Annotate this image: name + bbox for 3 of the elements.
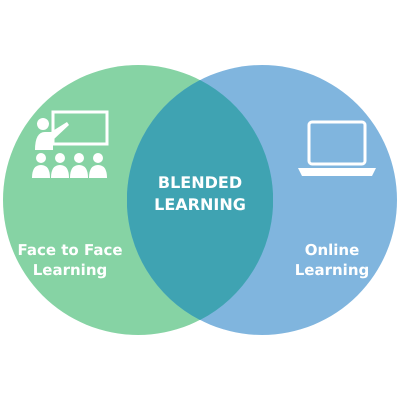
circle-label: Online Learning — [294, 240, 370, 280]
overlap-label: BLENDED LEARNING — [153, 172, 247, 216]
circle-label: Face to Face Learning — [16, 240, 124, 280]
